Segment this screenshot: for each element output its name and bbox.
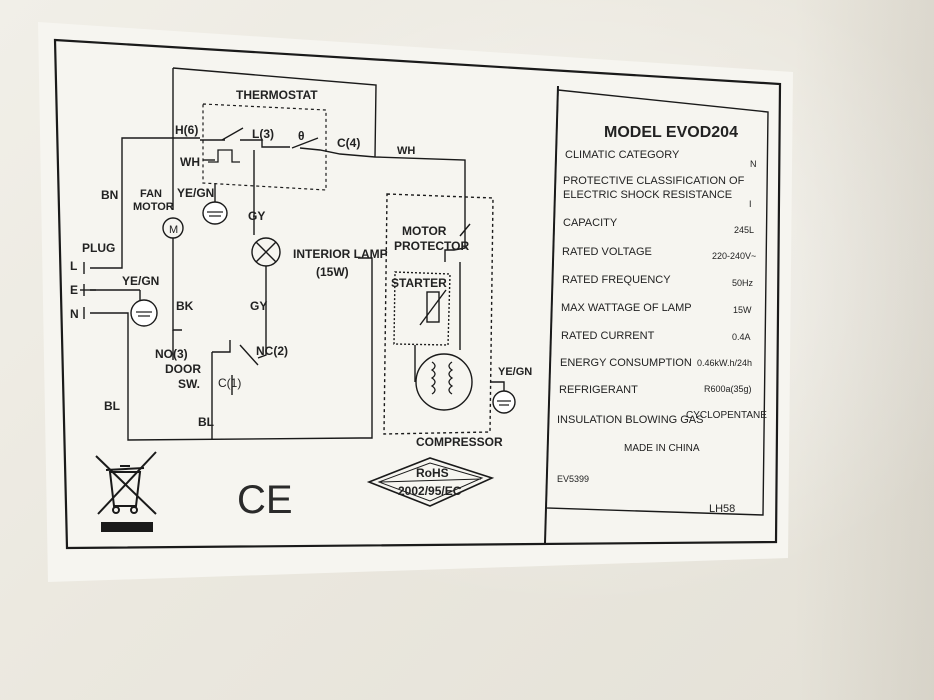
bl-left-label: BL — [104, 399, 120, 413]
spec-value: 50Hz — [732, 278, 754, 288]
spec-label: INSULATION BLOWING GAS — [557, 414, 704, 426]
spec-value: 0.4A — [732, 332, 751, 342]
ground-symbol-compressor — [492, 390, 516, 414]
lh-code: LH58 — [709, 503, 735, 515]
spec-label: MAX WATTAGE OF LAMP — [561, 302, 692, 314]
yegn-comp-label: YE/GN — [498, 366, 532, 378]
wh-left-label: WH — [180, 155, 200, 169]
spec-value: I — [749, 199, 752, 209]
nc2-label: NC(2) — [256, 344, 288, 358]
plug-l-label: L — [70, 259, 77, 273]
weee-bin-icon — [95, 451, 157, 515]
spec-label: RATED FREQUENCY — [562, 274, 671, 286]
spec-label: CLIMATIC CATEGORY — [565, 149, 680, 161]
made-in-label: MADE IN CHINA — [624, 443, 700, 454]
bn-label: BN — [101, 188, 118, 202]
spec-value: 245L — [734, 225, 754, 235]
compressor-coil-icon — [430, 361, 454, 395]
fan-motor-label-1: FAN — [140, 188, 162, 200]
spec-value: 15W — [733, 305, 752, 315]
no3-label: NO(3) — [155, 347, 188, 361]
weee-bar — [101, 522, 153, 532]
compressor-label: COMPRESSOR — [416, 435, 503, 449]
spec-label: REFRIGERANT — [559, 384, 638, 396]
model-title: MODEL EVOD204 — [604, 124, 738, 141]
ground-symbol-fan — [202, 201, 228, 225]
fan-motor-label-2: MOTOR — [133, 201, 174, 213]
motor-protector-label-2: PROTECTOR — [394, 239, 469, 253]
ce-mark: CE — [237, 478, 293, 522]
spec-label: RATED VOLTAGE — [562, 246, 652, 258]
plug-e-label: E — [70, 283, 78, 297]
gy-mid-label: GY — [250, 299, 267, 313]
spec-value: 0.46kW.h/24h — [697, 358, 752, 368]
interior-lamp-label-2: (15W) — [316, 265, 349, 279]
rohs-label: RoHS — [416, 466, 449, 480]
spec-value: 220-240V~ — [712, 251, 756, 261]
label-frame — [53, 38, 782, 550]
plug-n-label: N — [70, 307, 79, 321]
surface-shadow — [794, 0, 934, 700]
wh-right-label: WH — [397, 145, 415, 157]
l3-label: L(3) — [252, 127, 274, 141]
plug-terminals — [80, 262, 96, 319]
starter-label: STARTER — [391, 276, 447, 290]
spec-table-frame — [545, 89, 769, 516]
plug-label: PLUG — [82, 241, 115, 255]
label-card — [38, 22, 793, 582]
c1-label: C(1) — [218, 376, 241, 390]
h6-label: H(6) — [175, 123, 198, 137]
spec-value: CYCLOPENTANE — [686, 410, 767, 421]
wiring-lines — [90, 67, 505, 441]
fan-motor-m: M — [169, 224, 178, 236]
rohs-directive: 2002/95/EC — [398, 484, 462, 498]
spec-rows: CLIMATIC CATEGORY N PROTECTIVE CLASSIFIC… — [557, 149, 767, 426]
rohs-badge — [366, 457, 495, 507]
c4-label: C(4) — [337, 136, 360, 150]
gy-top-label: GY — [248, 209, 265, 223]
door-label-1: DOOR — [165, 362, 201, 376]
bl-bottom-label: BL — [198, 415, 214, 429]
yegn-top-label: YE/GN — [177, 186, 214, 200]
motor-protector-label-1: MOTOR — [402, 224, 447, 238]
ev-code: EV5399 — [557, 474, 589, 484]
thermostat-label: THERMOSTAT — [236, 88, 318, 102]
spec-value: N — [750, 159, 757, 169]
thermostat-contacts — [208, 127, 319, 163]
spec-value: R600a(35g) — [704, 384, 752, 394]
ground-symbol-plug — [130, 299, 158, 327]
interior-lamp-label-1: INTERIOR LAMP — [293, 247, 388, 261]
spec-label: CAPACITY — [563, 217, 618, 229]
spec-label: PROTECTIVE CLASSIFICATION OF — [563, 175, 745, 187]
spec-label: RATED CURRENT — [561, 330, 655, 342]
bk-label: BK — [176, 299, 194, 313]
door-label-2: SW. — [178, 377, 200, 391]
theta-label: θ — [298, 129, 305, 143]
spec-label: ENERGY CONSUMPTION — [560, 357, 692, 369]
yegn-plug-label: YE/GN — [122, 274, 159, 288]
spec-label: ELECTRIC SHOCK RESISTANCE — [563, 189, 732, 201]
